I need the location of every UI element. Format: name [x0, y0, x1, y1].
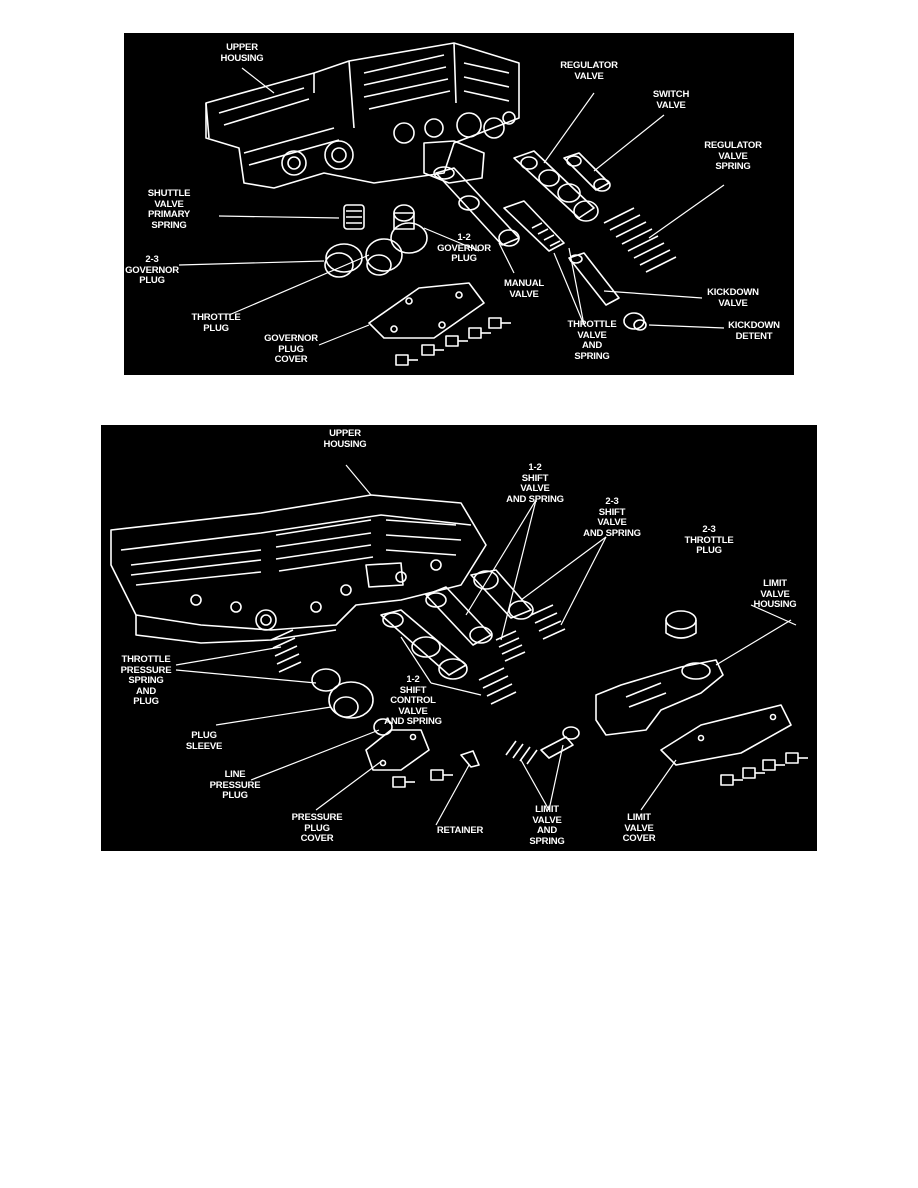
throttle-plug-shape	[365, 238, 403, 276]
governor-plug-12-shape	[390, 204, 428, 254]
label-upper-housing-2: UPPER HOUSING	[323, 428, 367, 450]
label-manual-valve: MANUAL VALVE	[504, 278, 544, 300]
label-switch-valve: SWITCH VALVE	[652, 89, 690, 111]
limit-valve-cover-shape	[660, 704, 792, 766]
upper-housing-body-2	[110, 494, 487, 631]
label-limit-valve-and-spring: LIMIT VALVE AND SPRING	[529, 804, 565, 847]
label-throttle-valve-and-spring: THROTTLE VALVE AND SPRING	[567, 319, 617, 362]
label-pressure-plug-cover: PRESSURE PLUG COVER	[291, 812, 343, 844]
label-shift-valve-23: 2-3 SHIFT VALVE AND SPRING	[583, 496, 641, 539]
label-shuttle-valve-primary-spring: SHUTTLE VALVE PRIMARY SPRING	[147, 188, 191, 231]
label-limit-valve-cover: LIMIT VALVE COVER	[622, 812, 656, 844]
label-throttle-plug: THROTTLE PLUG	[191, 312, 241, 334]
label-kickdown-detent: KICKDOWN DETENT	[728, 320, 780, 342]
throttle-pressure-spring-shape	[270, 629, 374, 719]
label-regulator-valve: REGULATOR VALVE	[560, 60, 618, 82]
line-pressure-plug-shape	[373, 718, 393, 736]
shift-valve-23-shape	[470, 569, 566, 640]
label-governor-plug-12: 1-2 GOVERNOR PLUG	[437, 232, 491, 264]
diagram-1-leaders	[178, 67, 725, 346]
label-upper-housing-1: UPPER HOUSING	[220, 42, 264, 64]
diagram-2-panel: UPPER HOUSING 1-2 SHIFT VALVE AND SPRING…	[101, 425, 817, 851]
pressure-plug-cover-shape	[365, 729, 430, 771]
manual-valve-shape	[433, 166, 520, 247]
throttle-valve-spring-shape	[503, 200, 565, 252]
label-kickdown-valve: KICKDOWN VALVE	[707, 287, 759, 309]
pressure-cover-bolts	[392, 769, 453, 788]
switch-valve-shape	[563, 152, 611, 192]
kickdown-valve-shape	[568, 252, 620, 306]
diagram-1-illustration	[178, 42, 725, 366]
upper-housing-body	[205, 42, 520, 189]
diagram-2-illustration	[110, 464, 808, 826]
label-governor-plug-23: 2-3 GOVERNOR PLUG	[125, 254, 179, 286]
label-retainer: RETAINER	[436, 825, 484, 836]
label-throttle-plug-23: 2-3 THROTTLE PLUG	[684, 524, 734, 556]
label-shift-valve-12: 1-2 SHIFT VALVE AND SPRING	[506, 462, 564, 505]
regulator-valve-spring-shape	[603, 207, 677, 273]
label-governor-plug-cover: GOVERNOR PLUG COVER	[264, 333, 318, 365]
limit-cover-bolts	[720, 752, 808, 786]
label-shift-control-valve-12: 1-2 SHIFT CONTROL VALVE AND SPRING	[384, 674, 442, 727]
shift-control-valve-shape	[380, 609, 517, 705]
diagram-2-leaders	[175, 464, 797, 826]
limit-valve-spring-shape	[505, 726, 580, 765]
label-regulator-valve-spring: REGULATOR VALVE SPRING	[704, 140, 762, 172]
shuttle-valve-spring-shape	[343, 204, 365, 230]
label-plug-sleeve: PLUG SLEEVE	[185, 730, 223, 752]
label-line-pressure-plug: LINE PRESSURE PLUG	[209, 769, 261, 801]
label-throttle-pressure-spring-and-plug: THROTTLE PRESSURE SPRING AND PLUG	[120, 654, 172, 707]
governor-plug-cover-shape	[368, 282, 485, 339]
diagram-1-panel: UPPER HOUSING REGULATOR VALVE SWITCH VAL…	[124, 33, 794, 375]
label-limit-valve-housing: LIMIT VALVE HOUSING	[753, 578, 797, 610]
throttle-plug-23-shape	[665, 610, 697, 639]
cover-bolts	[395, 317, 511, 366]
limit-valve-housing-shape	[595, 659, 724, 736]
shift-valve-12-shape	[425, 586, 526, 662]
regulator-valve-shape	[513, 150, 599, 222]
retainer-shape	[460, 750, 480, 768]
kickdown-detent-shape	[623, 312, 647, 331]
